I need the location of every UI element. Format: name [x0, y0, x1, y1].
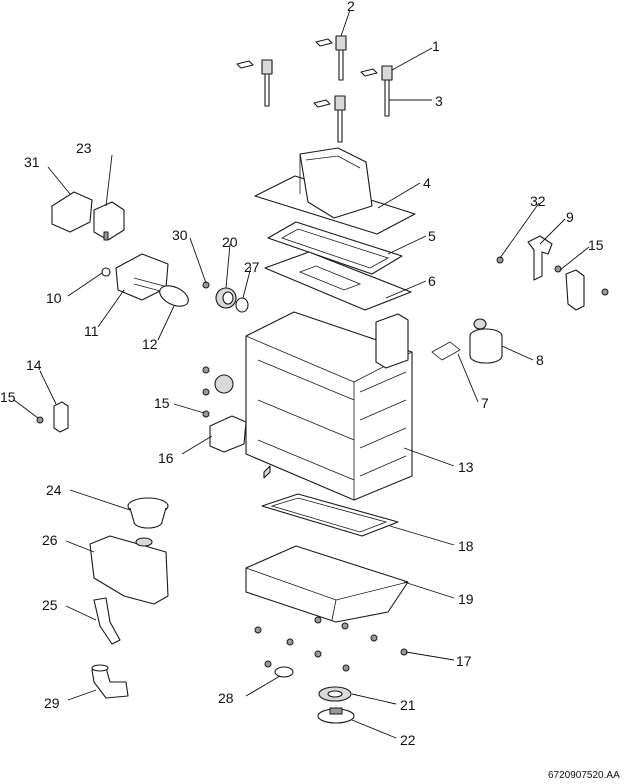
callout-5: 5 [428, 228, 436, 244]
callout-labels: 1 2 3 4 5 6 7 8 9 32 15 31 23 10 11 12 3… [0, 0, 604, 748]
mounting-plate [51, 191, 93, 233]
condensate-tray [245, 545, 409, 623]
callout-15-left: 15 [0, 389, 16, 405]
callout-26: 26 [42, 532, 58, 548]
pin-assembly-b [315, 35, 347, 81]
callout-19: 19 [458, 591, 474, 607]
bracket-right-lower [554, 265, 609, 311]
hose-25 [93, 597, 121, 645]
electrode-block [115, 253, 169, 301]
callout-11: 11 [84, 323, 99, 339]
callout-27: 27 [244, 259, 260, 275]
bottom-gasket [261, 493, 399, 537]
callout-3: 3 [435, 93, 443, 109]
callout-1: 1 [432, 38, 440, 54]
callout-10: 10 [46, 290, 62, 306]
callout-21: 21 [400, 697, 416, 713]
callout-17: 17 [456, 653, 472, 669]
oval-seal [159, 285, 189, 307]
siphon-housing [89, 535, 169, 605]
callout-12: 12 [142, 336, 158, 352]
callout-31: 31 [24, 154, 40, 170]
flat-gasket [264, 251, 412, 311]
washer [101, 267, 111, 277]
figure-code: 6720907520.AA [548, 770, 620, 781]
callout-30: 30 [172, 227, 188, 243]
base-ring-22 [317, 707, 355, 724]
heat-exchanger-block [245, 311, 413, 501]
siphon-cup [127, 497, 169, 529]
top-cover-with-flue [254, 147, 416, 235]
callout-23: 23 [76, 140, 92, 156]
callout-18: 18 [458, 538, 474, 554]
leader-lines [13, 9, 590, 739]
side-fitting [202, 366, 234, 396]
callout-20: 20 [222, 234, 238, 250]
small-bracket-left [36, 401, 69, 433]
callout-28: 28 [218, 690, 234, 706]
side-plate [202, 410, 247, 453]
callout-8: 8 [536, 352, 544, 368]
callout-7: 7 [481, 395, 489, 411]
valve-assembly [469, 318, 503, 364]
callout-32: 32 [530, 193, 546, 209]
callout-22: 22 [400, 732, 416, 748]
callout-4: 4 [423, 175, 431, 191]
seal-ring-21 [318, 686, 352, 702]
switch-unit [93, 201, 125, 241]
o-ring-27 [235, 297, 249, 313]
callout-25: 25 [42, 597, 58, 613]
o-ring-28 [274, 666, 294, 678]
callout-15-right: 15 [588, 237, 604, 253]
nozzle-fitting [215, 287, 237, 309]
bent-pin [431, 341, 461, 361]
callout-2: 2 [347, 0, 355, 14]
pin-assembly-d [313, 95, 346, 143]
screws-17 [254, 616, 408, 672]
callout-24: 24 [46, 482, 62, 498]
callout-16: 16 [158, 450, 174, 466]
bracket-right-upper [496, 235, 553, 281]
gasket-frame [267, 221, 403, 275]
callout-14: 14 [26, 357, 42, 373]
callout-9: 9 [566, 209, 574, 225]
elbow-hose-29 [91, 664, 129, 699]
callout-15-middle: 15 [154, 395, 170, 411]
pin-assembly-a [236, 59, 273, 107]
callout-6: 6 [428, 273, 436, 289]
pin-assembly-c [360, 65, 393, 117]
callout-29: 29 [44, 695, 60, 711]
callout-13: 13 [458, 459, 474, 475]
